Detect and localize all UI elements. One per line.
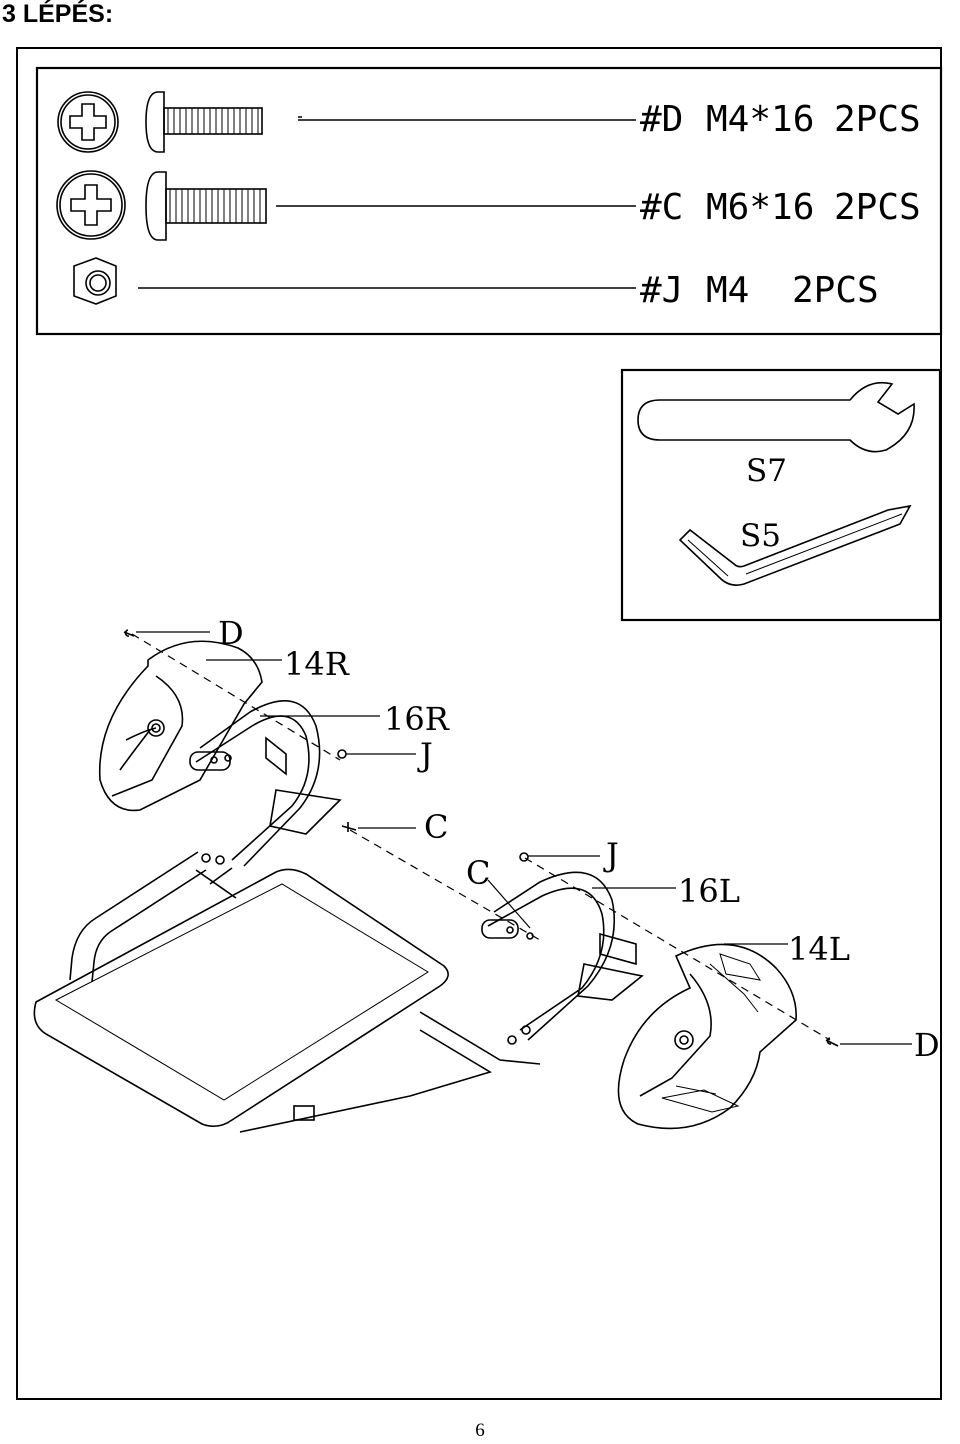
frame-tube-16r — [189, 700, 342, 867]
hardware-c-qty: 2PCS — [834, 187, 921, 228]
nut-j-right — [337, 749, 347, 759]
hardware-d-size: M4*16 — [706, 99, 814, 140]
hex-nut-icon — [73, 257, 117, 305]
callout-j-right: J — [417, 736, 433, 774]
side-panel-14r — [98, 640, 263, 812]
frame-tube-16l — [481, 871, 644, 1045]
bench-frame — [69, 851, 541, 1133]
callout-c-left: C — [466, 854, 490, 892]
page-number: 6 — [475, 1420, 485, 1441]
hardware-box — [35, 66, 943, 336]
callout-14r: 14R — [284, 645, 350, 683]
alignment-lines — [131, 633, 831, 1041]
callout-d-top: D — [218, 614, 244, 652]
nut-j-left — [519, 852, 529, 862]
callout-d-bottom: D — [914, 1026, 940, 1064]
wrench-icon — [637, 381, 915, 453]
hardware-j-qty: 2PCS — [792, 270, 879, 311]
hardware-d-code: #D — [640, 99, 683, 140]
seat-pad — [33, 868, 449, 1128]
screw-c-icon — [145, 171, 267, 241]
callout-16l: 16L — [678, 872, 740, 910]
hex-key-icon — [678, 504, 912, 586]
callout-j-left: J — [603, 836, 619, 874]
hex-key-label: S5 — [740, 518, 781, 554]
callout-14l: 14L — [788, 930, 850, 968]
screw-d-top — [123, 629, 135, 637]
hardware-j-size: M4 — [706, 270, 749, 311]
hardware-c-size: M6*16 — [706, 187, 814, 228]
hardware-j-code: #J — [640, 270, 683, 311]
hardware-d-qty: 2PCS — [834, 99, 921, 140]
step-title: 3 LÉPÉS: — [2, 0, 114, 28]
wrench-label: S7 — [746, 453, 787, 489]
screw-d-icon — [145, 91, 263, 153]
screw-c-right — [341, 822, 357, 832]
tools-box — [620, 368, 942, 622]
diagram-frame — [16, 47, 942, 1400]
leader-c-left — [487, 879, 531, 929]
hardware-c-code: #C — [640, 187, 683, 228]
leader-d — [298, 116, 636, 121]
side-panel-14l — [617, 943, 797, 1130]
callout-16r: 16R — [384, 700, 450, 738]
phillips-head-icon-d — [57, 91, 119, 153]
phillips-head-icon-c — [56, 170, 126, 240]
callout-c-right: C — [424, 808, 448, 846]
screw-d-bottom — [825, 1037, 839, 1047]
